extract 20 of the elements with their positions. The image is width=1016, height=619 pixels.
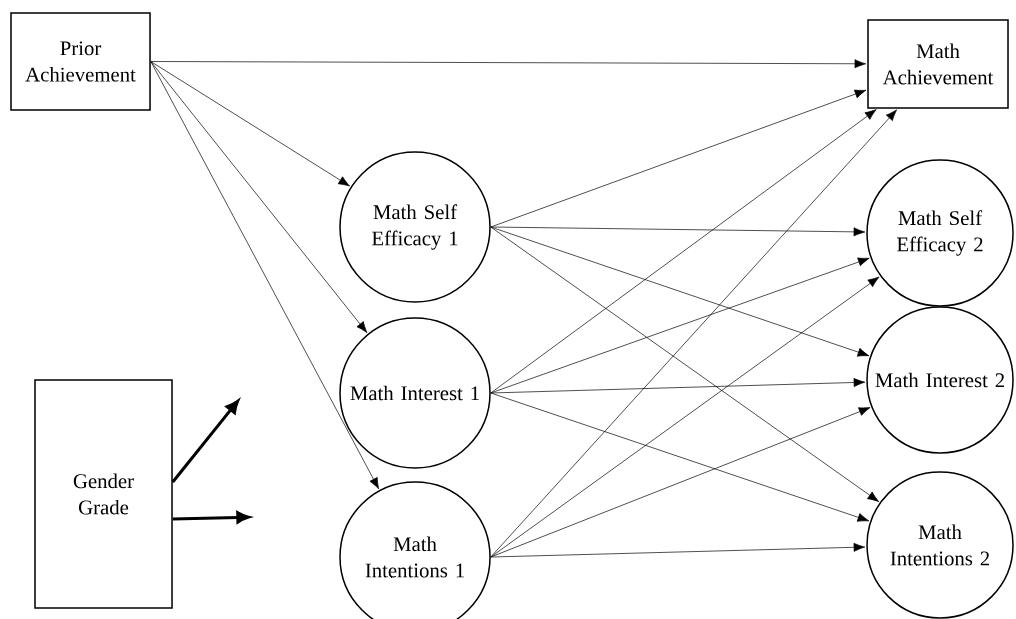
arrow [150, 61, 350, 187]
arrow [150, 61, 368, 333]
arrow [490, 392, 870, 522]
arrow [490, 109, 877, 394]
variable-box: Prior Achievement [10, 12, 151, 111]
variable-box: Math Achievement [867, 19, 1009, 109]
arrow [490, 89, 867, 228]
arrow [490, 226, 870, 357]
arrow [490, 378, 866, 394]
arrow [490, 542, 866, 558]
arrow [150, 61, 380, 490]
arrow [171, 399, 239, 483]
variable-box: Gender Grade [34, 379, 173, 609]
arrow [490, 407, 871, 558]
arrow [490, 276, 880, 558]
arrow [490, 109, 897, 558]
arrow [490, 226, 879, 502]
arrow [150, 59, 867, 69]
arrow [490, 257, 870, 394]
arrow [490, 226, 866, 237]
